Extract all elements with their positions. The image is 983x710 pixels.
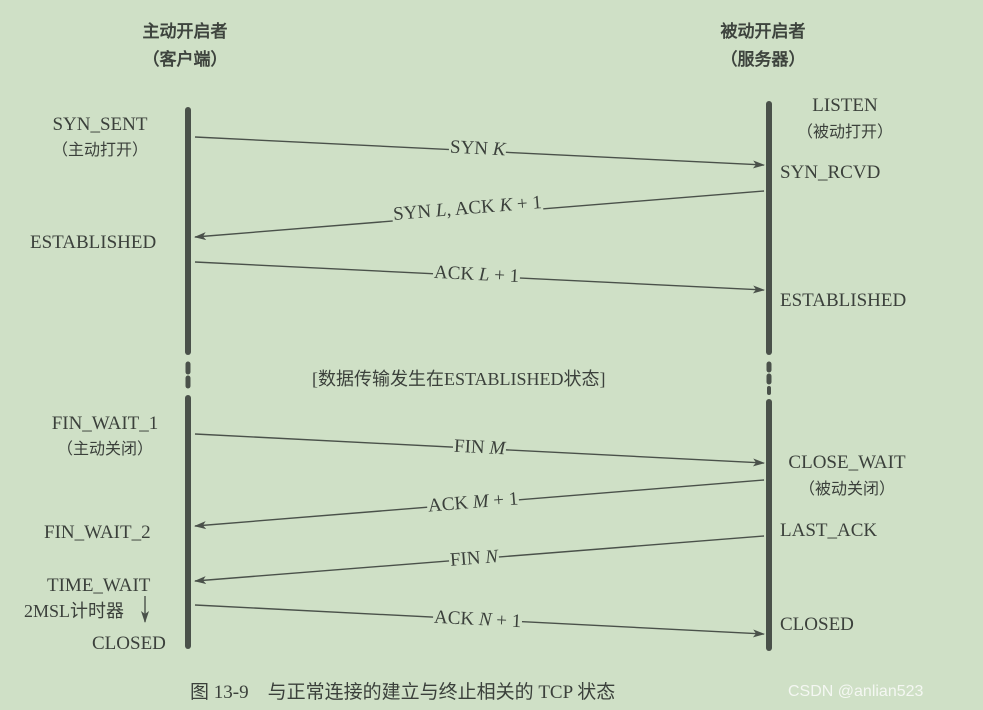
state-time-wait: TIME_WAIT <box>47 575 151 596</box>
message-ack-l: ACK L + 1 <box>432 261 521 289</box>
state-fin-wait-1: FIN_WAIT_1 （主动关闭） <box>35 412 175 462</box>
state-close-wait: CLOSE_WAIT （被动关闭） <box>780 451 914 503</box>
figure-caption: 图 13-9 与正常连接的建立与终止相关的 TCP 状态 <box>190 682 616 703</box>
message-fin-m: FIN M <box>452 435 507 461</box>
state-syn-sent: SYN_SENT （主动打开） <box>30 113 170 163</box>
server-header: 被动开启者 （服务器） <box>688 18 838 74</box>
data-transfer-note: [数据传输发生在ESTABLISHED状态] <box>312 369 606 389</box>
state-fin-wait-2: FIN_WAIT_2 <box>44 522 151 543</box>
client-state-established: ESTABLISHED <box>30 232 157 253</box>
server-subtitle: （服务器） <box>720 50 806 70</box>
client-header: 主动开启者 （客户端） <box>110 18 260 74</box>
client-state-closed: CLOSED <box>92 633 166 654</box>
state-listen: LISTEN （被动打开） <box>780 94 910 146</box>
state-listen-note: （被动打开） <box>796 122 893 141</box>
timer-2msl: 2MSL计时器 <box>24 601 125 621</box>
state-last-ack: LAST_ACK <box>780 520 878 541</box>
server-title: 被动开启者 <box>720 22 806 42</box>
watermark: CSDN @anlian523 <box>788 683 924 700</box>
state-syn-rcvd: SYN_RCVD <box>780 162 881 183</box>
state-close-wait-note: （被动关闭） <box>798 479 895 498</box>
client-title: 主动开启者 <box>142 22 228 42</box>
state-syn-sent-note: （主动打开） <box>51 140 148 159</box>
message-ack-n: ACK N + 1 <box>432 606 523 634</box>
server-state-established: ESTABLISHED <box>780 290 907 311</box>
client-subtitle: （客户端） <box>142 50 228 70</box>
server-state-closed: CLOSED <box>780 614 854 635</box>
message-syn-k: SYN K <box>448 136 507 162</box>
state-fin-wait-1-note: （主动关闭） <box>56 439 153 458</box>
message-fin-n: FIN N <box>448 546 500 572</box>
